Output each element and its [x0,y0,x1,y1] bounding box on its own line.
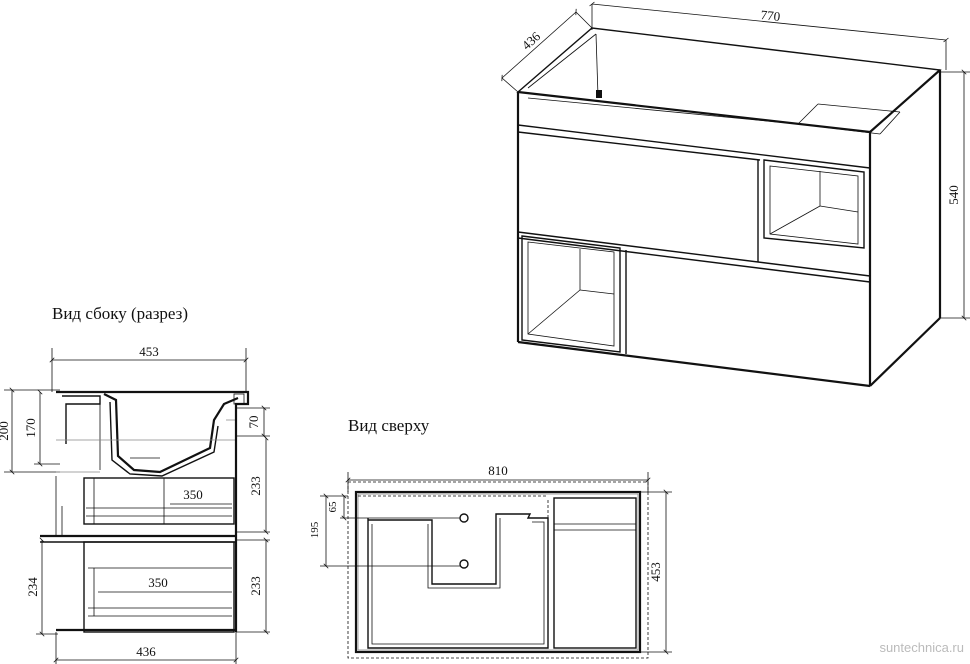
dimension-195: 195 [309,493,460,569]
dim-label-436-iso: 436 [519,28,544,53]
dim-label-65: 65 [327,501,339,513]
dimension-436-iso: 436 [501,8,593,93]
dim-label-234: 234 [25,577,40,597]
dim-label-453-side: 453 [139,344,159,359]
lower-drawer-section: 350 [56,541,236,633]
dimension-436-side: 436 [53,632,239,664]
dim-label-350-lower: 350 [148,575,168,590]
dimension-810: 810 [345,463,651,492]
top-basin-cutout [367,513,549,649]
drain-hole-2 [459,559,469,569]
cabinet-basin-top [516,27,942,135]
dim-label-70: 70 [246,416,261,429]
dim-label-195: 195 [309,521,321,538]
basin-section [56,390,250,477]
top-outline-dashed [347,481,649,659]
dim-label-810: 810 [488,463,508,478]
dim-label-770: 770 [760,7,781,24]
top-counter [354,490,642,654]
dimension-453-side: 453 [49,344,249,392]
dim-label-233-upper: 233 [248,476,263,496]
top-view: Вид сверху 810 65 [309,416,672,659]
dim-label-233-lower: 233 [248,576,263,596]
dimension-453-top: 453 [640,489,672,655]
dimension-170: 170 [23,389,60,467]
upper-drawer-section: 350 [55,412,238,632]
dimension-70: 70 [236,405,270,439]
dimension-233-upper: 233 [236,435,270,535]
isometric-view: 770 436 540 [501,1,970,388]
dim-label-436-side: 436 [136,644,156,659]
side-view: Вид сбоку (разрез) 453 200 170 [0,304,270,664]
top-right-compartment [553,497,637,649]
dim-label-540: 540 [946,185,961,205]
top-view-title: Вид сверху [348,416,430,435]
watermark: suntechnica.ru [879,640,964,655]
dimension-65: 65 [327,493,460,521]
cabinet-front [516,69,942,388]
side-view-title: Вид сбоку (разрез) [52,304,188,323]
dimension-200: 200 [0,387,60,475]
dim-label-453-top: 453 [648,562,663,582]
dim-label-170: 170 [23,418,38,438]
drain-hole-1 [459,513,469,523]
dimension-233-lower: 233 [236,537,270,635]
dimension-770: 770 [589,1,949,70]
dimension-234: 234 [25,537,58,637]
dimension-540: 540 [938,69,970,321]
dim-label-350-upper: 350 [183,487,203,502]
dim-label-200: 200 [0,421,11,441]
